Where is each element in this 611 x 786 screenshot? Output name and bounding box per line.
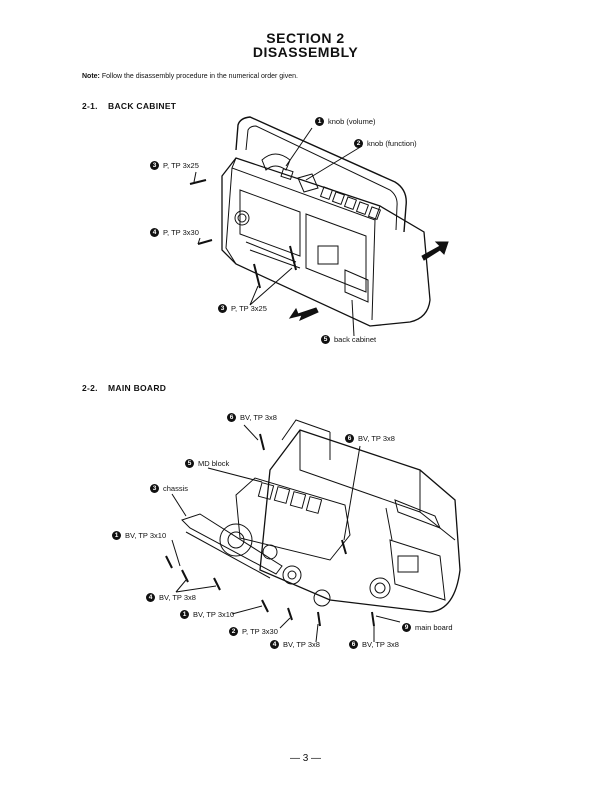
page-number: — 3 — bbox=[289, 753, 322, 764]
step-badge: 2 bbox=[354, 139, 363, 148]
callout-label: P, TP 3x25 bbox=[231, 304, 267, 313]
heading-number: 2-2. bbox=[82, 383, 98, 393]
callout-screw-bottom-6: 6 BV, TP 3x8 bbox=[349, 640, 399, 649]
callout-screw-bottom: 3 P, TP 3x25 bbox=[218, 304, 267, 313]
callout-screw-top: 3 P, TP 3x25 bbox=[150, 161, 199, 170]
step-badge: 4 bbox=[146, 593, 155, 602]
section-title: DISASSEMBLY bbox=[252, 44, 359, 60]
step-badge: 5 bbox=[185, 459, 194, 468]
step-badge: 5 bbox=[321, 335, 330, 344]
callout-label: BV, TP 3x8 bbox=[159, 593, 196, 602]
back-cabinet-drawing bbox=[189, 116, 449, 337]
callout-label: knob (volume) bbox=[328, 117, 376, 126]
step-badge: 6 bbox=[349, 640, 358, 649]
callout-label: P, TP 3x30 bbox=[163, 228, 199, 237]
callout-chassis: 3 chassis bbox=[150, 484, 188, 493]
heading-title: BACK CABINET bbox=[108, 101, 177, 111]
step-badge: 1 bbox=[180, 610, 189, 619]
callout-screw-left-1: 1 BV, TP 3x10 bbox=[112, 531, 166, 540]
main-board-drawing bbox=[165, 419, 461, 643]
callout-screw-top-left: 6 BV, TP 3x8 bbox=[227, 413, 277, 422]
step-badge: 3 bbox=[150, 484, 159, 493]
callout-label: BV, TP 3x10 bbox=[193, 610, 235, 619]
step-badge: 1 bbox=[112, 531, 121, 540]
callout-label: P, TP 3x25 bbox=[163, 161, 199, 170]
callout-screw-bottom-2: 2 P, TP 3x30 bbox=[229, 627, 278, 636]
step-badge: 3 bbox=[218, 304, 227, 313]
callout-label: back cabinet bbox=[334, 335, 377, 344]
heading-back-cabinet: 2-1. BACK CABINET bbox=[82, 101, 176, 111]
callout-knob-function: 2 knob (function) bbox=[354, 139, 417, 148]
step-badge: 4 bbox=[270, 640, 279, 649]
callout-label: BV, TP 3x8 bbox=[283, 640, 320, 649]
callout-label: BV, TP 3x10 bbox=[125, 531, 167, 540]
callout-label: BV, TP 3x8 bbox=[362, 640, 399, 649]
callout-label: BV, TP 3x8 bbox=[240, 413, 277, 422]
step-badge: 6 bbox=[345, 434, 354, 443]
callout-main-board: 9 main board bbox=[402, 623, 453, 632]
note-label: Note: bbox=[82, 73, 100, 80]
step-badge: 6 bbox=[227, 413, 236, 422]
callout-label: chassis bbox=[163, 484, 189, 493]
heading-main-board: 2-2. MAIN BOARD bbox=[82, 383, 166, 393]
heading-title: MAIN BOARD bbox=[108, 383, 167, 393]
callout-back-cabinet: 5 back cabinet bbox=[321, 335, 376, 344]
step-badge: 3 bbox=[150, 161, 159, 170]
callout-screw-left-4: 4 BV, TP 3x8 bbox=[146, 593, 196, 602]
step-badge: 2 bbox=[229, 627, 238, 636]
step-badge: 9 bbox=[402, 623, 411, 632]
callout-md-block: 5 MD block bbox=[185, 459, 229, 468]
step-badge: 4 bbox=[150, 228, 159, 237]
note: Note: Follow the disassembly procedure i… bbox=[82, 73, 298, 80]
section-number: SECTION 2 bbox=[266, 30, 345, 46]
heading-number: 2-1. bbox=[82, 101, 98, 111]
callout-screw-bottom-4: 4 BV, TP 3x8 bbox=[270, 640, 320, 649]
callout-label: BV, TP 3x8 bbox=[358, 434, 395, 443]
callout-screw-side: 4 P, TP 3x30 bbox=[150, 228, 199, 237]
callout-screw-bottom-1: 1 BV, TP 3x10 bbox=[180, 610, 234, 619]
callout-knob-volume: 1 knob (volume) bbox=[315, 117, 376, 126]
callout-label: main board bbox=[415, 623, 453, 632]
callout-label: P, TP 3x30 bbox=[242, 627, 278, 636]
callout-label: MD block bbox=[198, 459, 230, 468]
callout-label: knob (function) bbox=[367, 139, 417, 148]
callout-screw-top-right: 6 BV, TP 3x8 bbox=[345, 434, 395, 443]
note-text: Follow the disassembly procedure in the … bbox=[101, 73, 298, 80]
step-badge: 1 bbox=[315, 117, 324, 126]
